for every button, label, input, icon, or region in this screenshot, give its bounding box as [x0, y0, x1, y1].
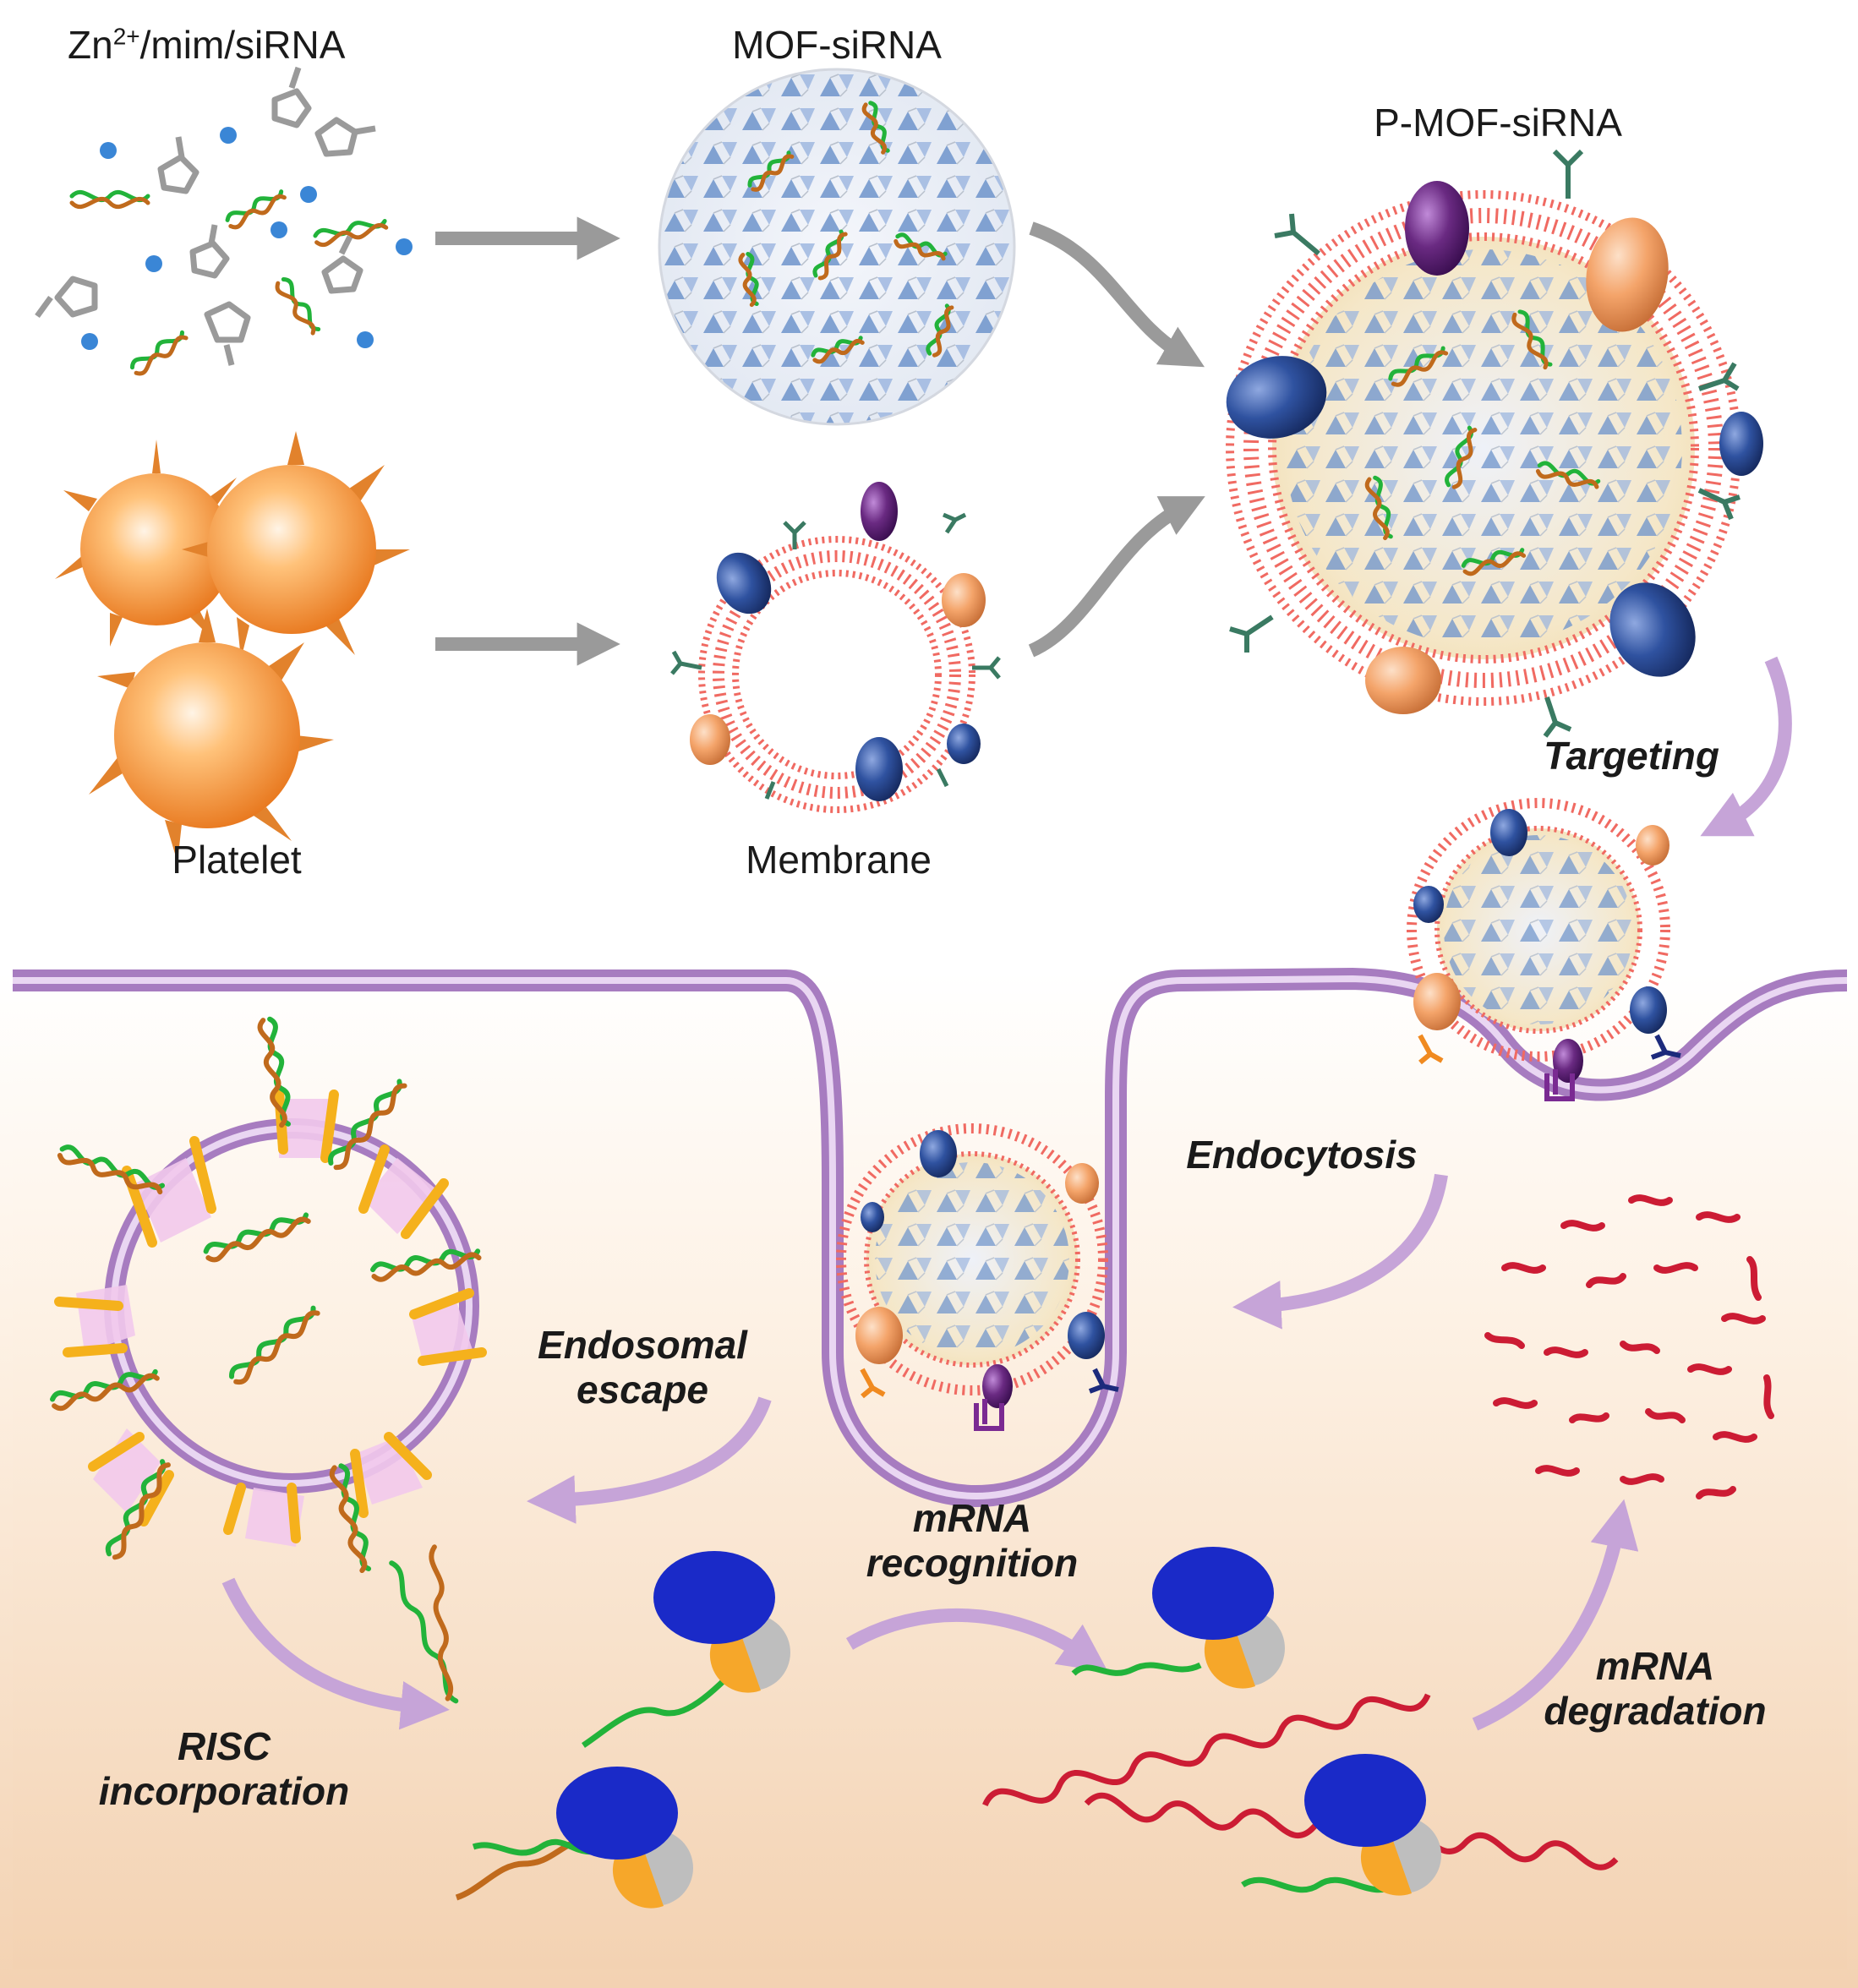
label-precursors-prefix: Zn [68, 23, 113, 67]
arrow-mrna-recognition [845, 1608, 1109, 1673]
platelet-membrane-vesicle [670, 482, 1001, 813]
bound-particle [1407, 798, 1681, 1101]
risc-mrna-complex-2 [1084, 1754, 1619, 1896]
arrow-coating-from-core [1029, 221, 1205, 368]
arrow-endosomal-escape [527, 1396, 772, 1524]
arrow-risc-incorporation [221, 1577, 450, 1730]
label-platelet: Platelet [172, 838, 302, 882]
label-mof-sirna: MOF-siRNA [732, 23, 942, 67]
arrow-coating-from-membrane [1028, 496, 1205, 658]
risc-complex-loaded-2 [455, 1767, 693, 1909]
step-targeting: Targeting [1544, 734, 1719, 778]
arrow-targeting [1700, 656, 1792, 837]
arrow-mrna-degradation [1472, 1499, 1639, 1731]
cell-membrane-inner [13, 975, 1848, 1499]
endosome-escape [50, 1016, 487, 1574]
label-precursors-suffix: /mim/siRNA [139, 23, 346, 67]
label-p-mof-sirna: P-MOF-siRNA [1374, 101, 1622, 145]
step-endocytosis: Endocytosis [1186, 1133, 1418, 1177]
internalized-particle [836, 1123, 1119, 1431]
p-mof-sirna-particle [1226, 149, 1763, 738]
risc-mrna-complex-1 [982, 1547, 1431, 1807]
mof-sirna-particle [658, 68, 1016, 426]
cell-interior-mask [13, 972, 1847, 1969]
platelets [55, 431, 410, 862]
arrow-endocytosis [1232, 1173, 1448, 1330]
free-sirna-strands [389, 1544, 459, 1704]
label-membrane: Membrane [746, 838, 932, 882]
label-precursors-charge: 2+ [112, 23, 140, 50]
precursor-mixture [35, 66, 413, 376]
risc-complex-loaded-1 [582, 1551, 790, 1748]
label-precursors: Zn2+/mim/siRNA [68, 24, 345, 67]
degraded-mrna-fragments [1484, 1194, 1774, 1499]
